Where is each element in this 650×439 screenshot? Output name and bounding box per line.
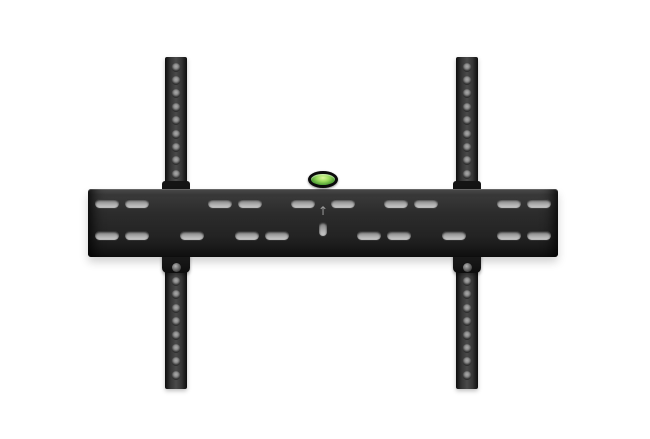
- rail-hole: [171, 276, 181, 286]
- locking-screw: [171, 262, 181, 272]
- mounting-slot: [497, 230, 521, 240]
- locking-screw: [462, 262, 472, 272]
- rail-hook-tab: [453, 181, 481, 191]
- rail-hole: [462, 276, 472, 286]
- rail-hole: [462, 317, 472, 327]
- rail-hole: [462, 343, 472, 353]
- rail-hole: [462, 89, 472, 99]
- rail-hole: [171, 89, 181, 99]
- rail-hole: [462, 303, 472, 313]
- rail-hole: [462, 169, 472, 179]
- mounting-slot: [527, 230, 551, 240]
- rail-hole: [462, 357, 472, 367]
- mounting-slot: [235, 230, 259, 240]
- rail-hole: [462, 330, 472, 340]
- mounting-slot: [180, 230, 204, 240]
- mounting-slot: [291, 198, 315, 208]
- rail-hole: [171, 169, 181, 179]
- mounting-slot: [331, 198, 355, 208]
- rail-hole: [462, 290, 472, 300]
- mounting-slot: [265, 230, 289, 240]
- rail-hole: [171, 370, 181, 380]
- mounting-slot: [387, 230, 411, 240]
- rail-hole: [462, 102, 472, 112]
- rail-hole: [171, 116, 181, 126]
- mounting-slot: [384, 198, 408, 208]
- rail-hole: [171, 343, 181, 353]
- rail-hole: [171, 330, 181, 340]
- rail-hole: [462, 156, 472, 166]
- mounting-slot: [125, 198, 149, 208]
- orientation-arrow-icon: ↑: [317, 204, 329, 218]
- rail-hole: [171, 357, 181, 367]
- mounting-slot: [357, 230, 381, 240]
- rail-hole: [171, 142, 181, 152]
- rail-hole: [462, 142, 472, 152]
- rail-hole: [171, 102, 181, 112]
- rail-hole: [171, 62, 181, 72]
- rail-hole: [171, 317, 181, 327]
- wall-plate: ↑: [88, 189, 558, 257]
- rail-hole: [462, 370, 472, 380]
- mounting-slot: [442, 230, 466, 240]
- rail-hole: [462, 75, 472, 85]
- mounting-slot: [95, 230, 119, 240]
- rail-hole: [462, 62, 472, 72]
- mounting-slot: [527, 198, 551, 208]
- bubble-level-icon: [308, 171, 338, 188]
- rail-hole: [171, 129, 181, 139]
- rail-hole: [171, 303, 181, 313]
- rail-hole: [171, 75, 181, 85]
- rail-hole: [171, 156, 181, 166]
- rail-hole: [462, 116, 472, 126]
- rail-hole: [171, 290, 181, 300]
- mounting-slot: [125, 230, 149, 240]
- bubble-level-glass: [311, 174, 335, 185]
- mounting-slot: [238, 198, 262, 208]
- rail-hook-tab: [162, 181, 190, 191]
- mounting-slot: [414, 198, 438, 208]
- mounting-slot: [497, 198, 521, 208]
- mounting-slot: [208, 198, 232, 208]
- center-keyhole-slot: [319, 222, 327, 236]
- rail-hole: [462, 129, 472, 139]
- mounting-slot: [95, 198, 119, 208]
